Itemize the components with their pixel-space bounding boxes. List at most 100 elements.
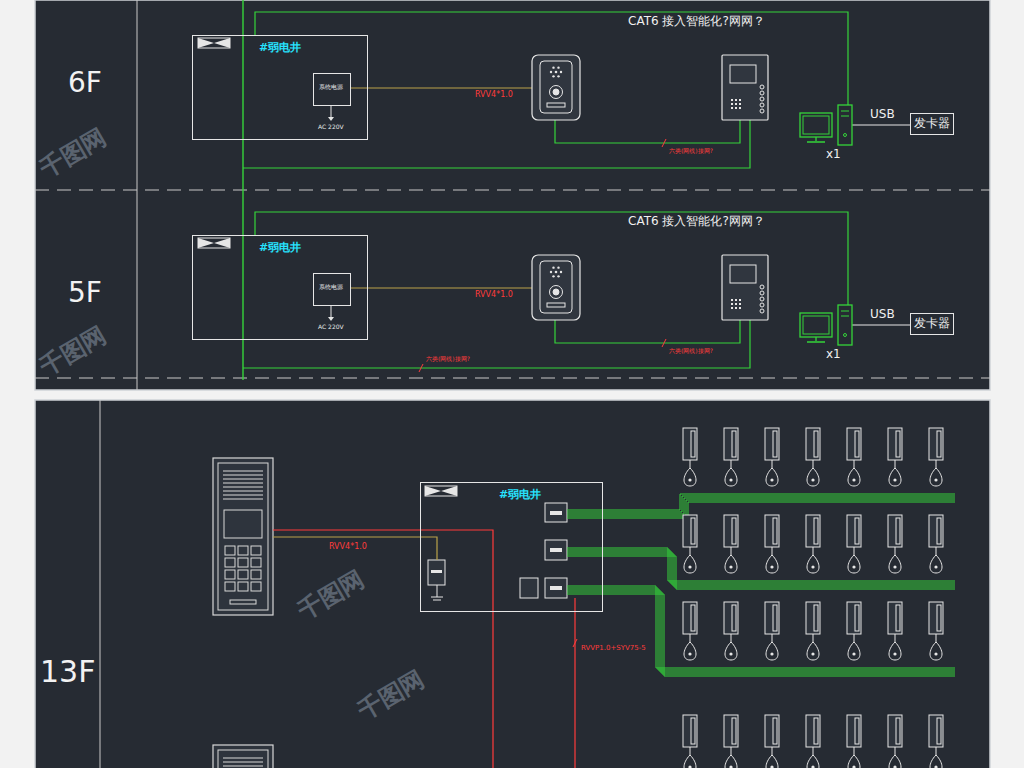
handset-bulb [930, 642, 942, 660]
monitor-button [760, 309, 764, 313]
keypad-dot [739, 299, 741, 301]
handset-bus [567, 590, 955, 672]
usb-cable [852, 325, 910, 326]
shaft-symbol [425, 486, 457, 496]
handset-cord [895, 547, 896, 555]
speaker-dot [552, 266, 554, 268]
door-station-slot [547, 303, 565, 307]
keypad-dot [735, 307, 737, 309]
handset-bulb [807, 642, 819, 660]
handset [929, 515, 943, 547]
handset-cord [731, 747, 732, 755]
camera-lens [553, 89, 559, 95]
handset-cord [895, 634, 896, 642]
handset [929, 715, 943, 747]
speaker-dot [550, 71, 552, 73]
speaker-grille [223, 483, 263, 484]
network-cable [243, 120, 750, 168]
pc-tower [841, 311, 849, 312]
shaft-symbol [198, 38, 230, 48]
handset-bulb [770, 478, 773, 481]
cable-label: RVV4*1.0 [474, 91, 514, 100]
handset-bulb [770, 652, 773, 655]
speaker-grille [223, 475, 263, 476]
speaker-dot [555, 271, 558, 274]
door-station [540, 261, 572, 313]
panel-slot [230, 600, 256, 604]
indoor-monitor [722, 55, 768, 120]
handset-cradle [896, 605, 900, 631]
outdoor-panel [218, 750, 268, 768]
column-divider [100, 400, 101, 768]
handset-bus [567, 594, 955, 676]
outdoor-panel [213, 458, 273, 615]
handset [683, 602, 697, 634]
handset-bulb [930, 555, 942, 573]
handset-bulb [893, 565, 896, 568]
power-box: 系统电源 [313, 73, 351, 106]
handset [847, 428, 861, 460]
shaft-symbol [425, 486, 457, 496]
handset-cord [731, 547, 732, 555]
handset-bulb [684, 468, 696, 486]
distributor [550, 511, 562, 515]
handset-cord [731, 460, 732, 468]
keypad-key [238, 558, 248, 567]
speaker-dot [552, 275, 554, 277]
handset-bulb [852, 478, 855, 481]
handset-bulb [688, 765, 691, 768]
power-supply [431, 570, 442, 573]
handset-cord [936, 634, 937, 642]
handset-cradle [773, 431, 777, 457]
handset-cradle [691, 718, 695, 744]
speaker-grille [223, 758, 263, 759]
handset [683, 715, 697, 747]
handset [765, 428, 779, 460]
handset-bulb [934, 652, 937, 655]
handset-bulb [729, 652, 732, 655]
pc-tower [844, 334, 847, 337]
handset-cradle [855, 431, 859, 457]
handset-cord [936, 547, 937, 555]
handset [724, 602, 738, 634]
panel-screen [224, 510, 262, 538]
monitor-screen [730, 65, 756, 83]
handset-bulb [930, 468, 942, 486]
handset-bulb [807, 555, 819, 573]
handset-bulb [848, 755, 860, 768]
keypad-key [225, 546, 235, 555]
handset-cord [690, 547, 691, 555]
handset-bulb [725, 642, 737, 660]
shaft-heading: #弱电井 [259, 42, 301, 54]
handset-bulb [848, 468, 860, 486]
handset-cord [854, 460, 855, 468]
handset [888, 602, 902, 634]
handset-cord [772, 547, 773, 555]
handset-bus [567, 556, 955, 589]
handset-bulb [770, 765, 773, 768]
network-note: CAT6 接入智能化?网网？ [628, 15, 765, 28]
handset-bus [567, 588, 955, 670]
quantity-label: x1 [826, 148, 841, 161]
handset [724, 515, 738, 547]
monitor-button [760, 291, 764, 295]
cable-tick [573, 639, 577, 647]
handset-bulb [893, 765, 896, 768]
handset-bulb [930, 755, 942, 768]
speaker-dot [557, 66, 559, 68]
keypad-dot [731, 103, 733, 105]
speaker-dot [552, 66, 554, 68]
handset [765, 515, 779, 547]
handset-cradle [855, 605, 859, 631]
handset-bulb [889, 642, 901, 660]
card-issuer-box: 发卡器 [910, 313, 954, 335]
handset [806, 428, 820, 460]
keypad-dot [735, 103, 737, 105]
cable-tick [419, 364, 423, 372]
handset-cord [854, 634, 855, 642]
handset [806, 602, 820, 634]
port-label: USB [870, 308, 895, 321]
pc-stand [815, 137, 816, 141]
pc-tower [844, 134, 847, 137]
distributor [545, 540, 567, 560]
